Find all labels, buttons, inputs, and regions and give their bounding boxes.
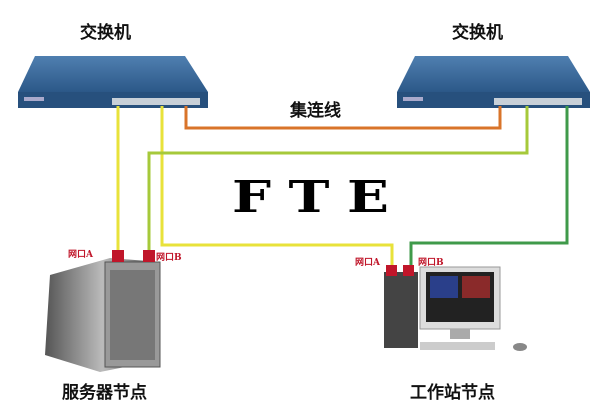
fte-title: FTE xyxy=(232,172,407,223)
workstation-port-a xyxy=(386,265,397,276)
cable-yellow-workstation-a xyxy=(160,106,394,270)
cable-yellowgreen-server-b xyxy=(147,106,529,255)
workstation-port-b xyxy=(403,265,414,276)
workstation-image xyxy=(384,266,527,351)
cable-green-workstation-b xyxy=(409,106,569,270)
server-port-a-label: 网口A xyxy=(68,250,93,260)
trunk-label: 集连线 xyxy=(290,101,341,121)
switch-right-label: 交换机 xyxy=(452,23,503,43)
server-port-b xyxy=(143,250,155,262)
workstation-label: 工作站节点 xyxy=(410,383,495,403)
server-port-a xyxy=(112,250,124,262)
switch-left xyxy=(18,56,208,108)
server-port-b-label: 网口B xyxy=(156,253,182,263)
server-label: 服务器节点 xyxy=(62,383,147,403)
switch-left-label: 交换机 xyxy=(80,23,131,43)
server-image xyxy=(45,258,161,372)
switch-right xyxy=(397,56,590,108)
cable-orange-trunk xyxy=(184,106,502,130)
workstation-port-a-label: 网口A xyxy=(355,258,380,268)
workstation-port-b-label: 网口B xyxy=(418,258,444,268)
